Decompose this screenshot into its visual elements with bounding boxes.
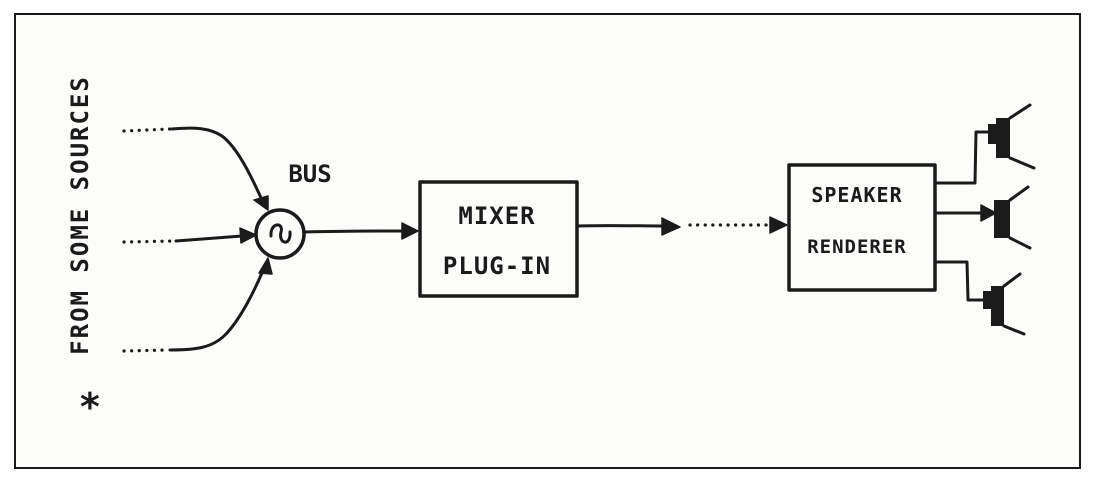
bus-to-mixer-arrow xyxy=(401,222,419,240)
speaker-icon-1 xyxy=(988,103,1036,170)
source-dots-top xyxy=(122,127,172,133)
speaker-icon-3 xyxy=(983,272,1026,336)
mixer-label-line2: PLUG-IN xyxy=(443,252,551,280)
renderer-label-line2: RENDERER xyxy=(807,236,907,258)
source-dots-bottom xyxy=(122,348,170,353)
renderer-label-line1: SPEAKER xyxy=(811,183,902,207)
mixer-plugin-box xyxy=(418,180,579,298)
mixer-label-line1: MIXER xyxy=(458,202,535,230)
mixer-out-arrow xyxy=(661,217,681,236)
output-arrow-2 xyxy=(980,204,997,222)
output-line-3 xyxy=(933,260,985,302)
source-line-bottom xyxy=(168,266,266,352)
bus-label: BUS xyxy=(288,160,331,188)
bus-summing-node xyxy=(254,208,306,260)
speaker-icon-2 xyxy=(994,185,1032,250)
asterisk: * xyxy=(79,385,102,429)
side-note: FROM SOME SOURCES xyxy=(66,75,94,355)
output-line-1 xyxy=(933,130,990,185)
renderer-in-arrow xyxy=(769,216,788,234)
source-arrow-top xyxy=(253,195,269,211)
source-dots-middle xyxy=(122,239,176,244)
speaker-renderer-box xyxy=(787,163,937,292)
source-line-middle xyxy=(174,234,244,243)
source-arrow-middle xyxy=(239,227,257,244)
source-line-top xyxy=(170,126,264,202)
source-arrow-bottom xyxy=(258,257,273,275)
bus-to-mixer-line xyxy=(303,229,404,234)
bus-symbol xyxy=(269,223,292,244)
